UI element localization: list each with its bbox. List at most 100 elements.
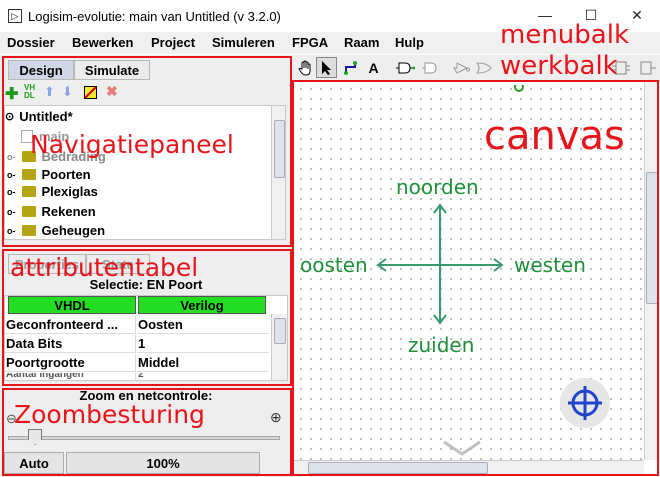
attr-value[interactable]: Middel <box>137 354 269 372</box>
canvas-horizontal-scrollbar[interactable] <box>294 460 644 475</box>
annotation-navigation: Navigatiepaneel <box>30 130 234 159</box>
tree-item-label: Poorten <box>41 167 91 182</box>
wiring-icon[interactable] <box>340 57 361 78</box>
zoom-in-icon[interactable]: ⊕ <box>270 409 282 425</box>
annotation-zoom: Zoombesturing <box>14 400 205 429</box>
verilog-button[interactable]: Verilog <box>138 296 266 314</box>
label-north: noorden <box>396 175 479 199</box>
and-gate-icon[interactable] <box>452 57 473 78</box>
direction-arrows <box>376 203 504 325</box>
label-east: westen <box>514 253 586 277</box>
attr-name: Geconfronteerd ... <box>5 316 136 334</box>
text-tool-icon[interactable]: A <box>368 59 379 76</box>
tab-simulate[interactable]: Simulate <box>74 60 150 80</box>
label-south: zuiden <box>408 333 475 357</box>
attr-panel-outline <box>2 249 292 386</box>
menu-raam[interactable]: Raam <box>344 35 380 50</box>
zoom-value: 100% <box>66 452 260 474</box>
tree-item-label: Geheugen <box>41 223 106 238</box>
tree-item-main[interactable]: main <box>21 127 69 146</box>
pin-connector <box>514 85 524 92</box>
attr-value[interactable]: 2 <box>138 373 144 380</box>
menu-bar <box>0 32 660 54</box>
or-gate-icon[interactable] <box>474 57 495 78</box>
move-up-icon[interactable]: ⬆ <box>44 84 55 99</box>
menu-simuleren[interactable]: Simuleren <box>212 35 275 50</box>
menu-hulp[interactable]: Hulp <box>395 35 424 50</box>
label-west: oosten <box>300 253 368 277</box>
project-icon: ⊙ <box>5 111 15 123</box>
tree-item-label: Rekenen <box>41 204 96 219</box>
folder-icon <box>21 186 36 197</box>
selection-label: Selectie: EN Poort <box>89 277 203 292</box>
recenter-button[interactable] <box>560 378 610 428</box>
annotation-menubar: menubalk <box>500 20 629 50</box>
app-icon: ▷ <box>8 9 22 23</box>
folder-icon <box>21 206 36 217</box>
vhdl-button[interactable]: VHDL <box>8 296 136 314</box>
menu-project[interactable]: Project <box>151 35 196 50</box>
hand-pointer-icon[interactable] <box>294 57 315 78</box>
navigation-tree: ⊙ Untitled* main o- Bedrading o- Poorten… <box>4 105 286 240</box>
auto-zoom-button[interactable]: Auto <box>4 452 64 474</box>
annotation-toolbar: werkbalk <box>500 51 618 81</box>
nav-panel-outline <box>2 56 292 247</box>
attr-name: Data Bits <box>5 335 136 353</box>
close-button[interactable]: ✕ <box>631 6 643 23</box>
attr-value[interactable]: Oosten <box>137 316 269 334</box>
folder-icon <box>21 225 36 236</box>
add-circuit-icon[interactable]: ✚ <box>5 86 19 103</box>
minimize-button[interactable]: — <box>538 7 552 23</box>
tree-item-project[interactable]: ⊙ Untitled* <box>5 107 73 126</box>
toolbar <box>292 55 660 81</box>
scroll-thumb[interactable] <box>274 318 286 344</box>
scroll-thumb[interactable] <box>274 120 285 178</box>
crosshair-icon <box>568 386 602 420</box>
annotation-canvas: canvas <box>484 113 625 159</box>
zoom-slider-thumb[interactable] <box>28 429 42 445</box>
tree-item-label: Plexiglas <box>41 184 98 199</box>
circuit-icon <box>21 130 33 143</box>
not-gate-icon[interactable] <box>420 57 441 78</box>
tree-item-label: main <box>39 129 70 144</box>
folder-icon <box>21 151 36 162</box>
window-title: Logisim-evolutie: main van Untitled (v 3… <box>28 9 281 24</box>
zoom-panel-outline <box>2 388 292 476</box>
tab-state[interactable]: State <box>86 254 150 274</box>
zoom-slider-track[interactable] <box>8 436 280 440</box>
attr-value[interactable]: 1 <box>137 335 269 353</box>
menu-dossier[interactable]: Dossier <box>7 35 55 50</box>
tab-design[interactable]: Design <box>8 60 74 80</box>
tree-item-folder[interactable]: o- Bedrading <box>7 149 106 164</box>
attr-scrollbar[interactable] <box>271 314 287 380</box>
tree-item-folder[interactable]: o- Rekenen <box>7 204 96 219</box>
tree-item-folder[interactable]: o- Geheugen <box>7 223 106 238</box>
select-arrow-icon[interactable] <box>316 57 337 78</box>
pin-out-icon[interactable] <box>636 57 657 78</box>
delete-circuit-icon[interactable]: ✖ <box>106 83 118 99</box>
menu-fpga[interactable]: FPGA <box>292 35 329 50</box>
folder-icon <box>21 169 36 180</box>
tab-properties[interactable]: Properties <box>8 254 86 274</box>
buffer-gate-icon[interactable] <box>394 57 415 78</box>
zoom-title: Zoom en netcontrole: <box>79 388 213 403</box>
add-vhdl-icon[interactable]: VH DL <box>24 83 36 100</box>
tree-item-folder[interactable]: o- Plexiglas <box>7 184 98 199</box>
tree-item-label: Untitled* <box>19 109 73 124</box>
pin-icon[interactable] <box>610 57 631 78</box>
attr-name: Poortgrootte <box>5 354 136 372</box>
nav-scrollbar[interactable] <box>271 106 285 239</box>
chevron-down-icon[interactable] <box>442 440 482 458</box>
attr-name: Aantal Ingangen <box>5 373 136 381</box>
zoom-out-icon[interactable]: ⊖ <box>6 411 17 426</box>
circuit-canvas[interactable] <box>294 82 644 460</box>
move-down-icon[interactable]: ⬇ <box>62 84 73 99</box>
edit-appearance-icon[interactable] <box>84 86 97 99</box>
maximize-button[interactable]: ☐ <box>584 6 598 23</box>
scroll-thumb[interactable] <box>308 462 488 474</box>
tree-item-folder[interactable]: o- Poorten <box>7 167 91 182</box>
title-bar <box>0 0 660 32</box>
annotation-attributes: attributentabel <box>10 253 199 282</box>
menu-bewerken[interactable]: Bewerken <box>72 35 134 50</box>
tree-item-label: Bedrading <box>41 149 106 164</box>
